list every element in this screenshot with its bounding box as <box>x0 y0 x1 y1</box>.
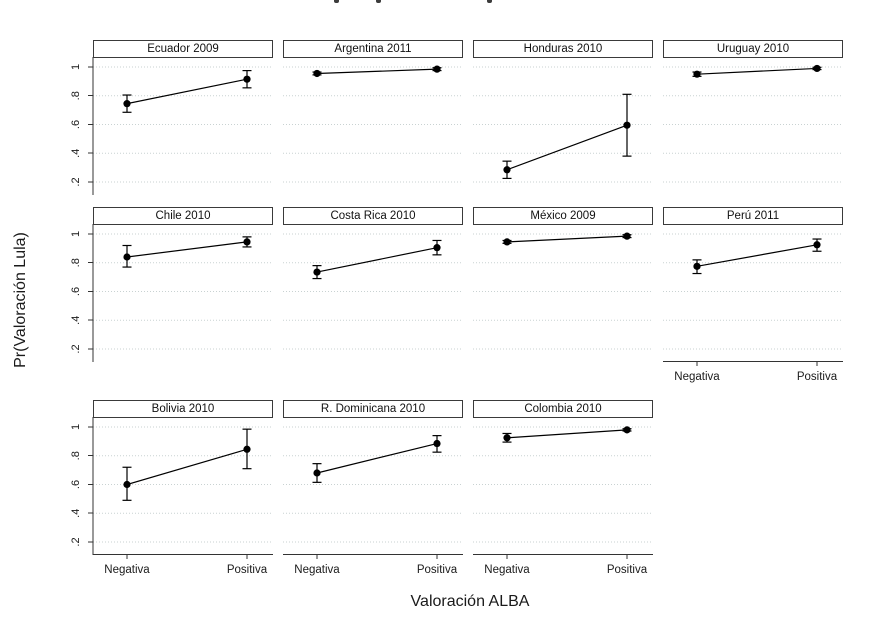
y-axis-title: Pr(Valoración Lula) <box>12 232 29 368</box>
panel-plot: Negativa Positiva <box>663 233 843 383</box>
panel-plot: Negativa Positiva <box>473 426 653 576</box>
connector-line <box>506 429 628 439</box>
panel-title: Honduras 2010 <box>473 40 653 58</box>
y-tick-label: .6 <box>70 287 82 296</box>
connector-line <box>126 241 248 258</box>
data-point <box>433 439 441 448</box>
data-point <box>813 64 821 73</box>
data-point <box>243 445 251 453</box>
y-tick-label: .2 <box>70 177 82 186</box>
x-axis-title: Valoración ALBA <box>410 593 530 610</box>
data-point <box>503 166 511 174</box>
data-point <box>623 426 631 434</box>
y-tick-label: .6 <box>70 480 82 489</box>
connector-line <box>126 78 248 105</box>
data-point <box>313 268 321 276</box>
x-tick-label: Negativa <box>104 564 150 576</box>
data-point <box>313 469 321 477</box>
data-point <box>123 480 131 489</box>
x-tick-label: Positiva <box>417 564 458 576</box>
x-tick-label: Positiva <box>797 371 838 383</box>
panel-plot: Negativa Positiva <box>283 426 463 576</box>
connector-line <box>696 244 818 267</box>
cropped-title-fragment <box>334 0 339 3</box>
panel-title: Ecuador 2009 <box>93 40 273 58</box>
panel-title: Colombia 2010 <box>473 400 653 418</box>
y-tick-label: .8 <box>70 451 82 460</box>
panel-plot <box>663 64 843 183</box>
data-point <box>693 70 701 78</box>
connector-line <box>316 68 438 75</box>
data-point <box>243 238 251 246</box>
panel-title: Bolivia 2010 <box>93 400 273 418</box>
y-tick-label: .8 <box>70 91 82 100</box>
data-point <box>243 75 251 83</box>
y-tick-label: .6 <box>70 120 82 129</box>
connector-line <box>316 247 438 273</box>
x-tick-label: Negativa <box>294 564 340 576</box>
y-tick-label: .8 <box>70 258 82 267</box>
panel-title: Perú 2011 <box>663 207 843 225</box>
panel-plot <box>473 232 653 350</box>
x-tick-label: Positiva <box>607 564 648 576</box>
data-point <box>123 253 131 261</box>
panel-plot <box>283 233 463 350</box>
x-tick-label: Negativa <box>484 564 530 576</box>
panel-plot: .2 .4 .6 .8 1 <box>70 57 273 195</box>
y-tick-label: .2 <box>70 537 82 546</box>
y-tick-label: .4 <box>70 509 82 518</box>
panel-plot <box>283 65 463 183</box>
x-tick-label: Positiva <box>227 564 268 576</box>
y-tick-label: 1 <box>70 64 82 70</box>
cropped-title-fragment <box>376 0 381 3</box>
panel-title: Uruguay 2010 <box>663 40 843 58</box>
panel-title: Costa Rica 2010 <box>283 207 463 225</box>
y-tick-label: .2 <box>70 344 82 353</box>
data-point <box>503 434 511 442</box>
data-point <box>123 100 131 108</box>
y-tick-label: 1 <box>70 231 82 237</box>
data-point <box>433 244 441 252</box>
panel-plot: .2 .4 .6 .8 1 <box>70 224 273 362</box>
connector-line <box>316 442 438 474</box>
y-tick-label: 1 <box>70 424 82 430</box>
cropped-title-fragment <box>487 0 492 3</box>
data-point <box>813 241 821 249</box>
y-tick-label: .4 <box>70 316 82 325</box>
y-tick-label: .4 <box>70 149 82 158</box>
panel-title: Argentina 2011 <box>283 40 463 58</box>
data-point <box>313 69 321 78</box>
data-point <box>693 262 701 270</box>
connector-line <box>506 235 628 243</box>
data-point <box>433 65 441 73</box>
data-point <box>623 232 631 240</box>
panel-title: R. Dominicana 2010 <box>283 400 463 418</box>
panel-title: Chile 2010 <box>93 207 273 225</box>
data-point <box>623 121 631 129</box>
x-tick-label: Negativa <box>674 371 720 383</box>
panel-title: México 2009 <box>473 207 653 225</box>
connector-line <box>506 124 628 171</box>
connector-line <box>126 448 248 486</box>
data-point <box>503 238 511 246</box>
panel-plot <box>473 66 653 183</box>
connector-line <box>696 67 818 75</box>
